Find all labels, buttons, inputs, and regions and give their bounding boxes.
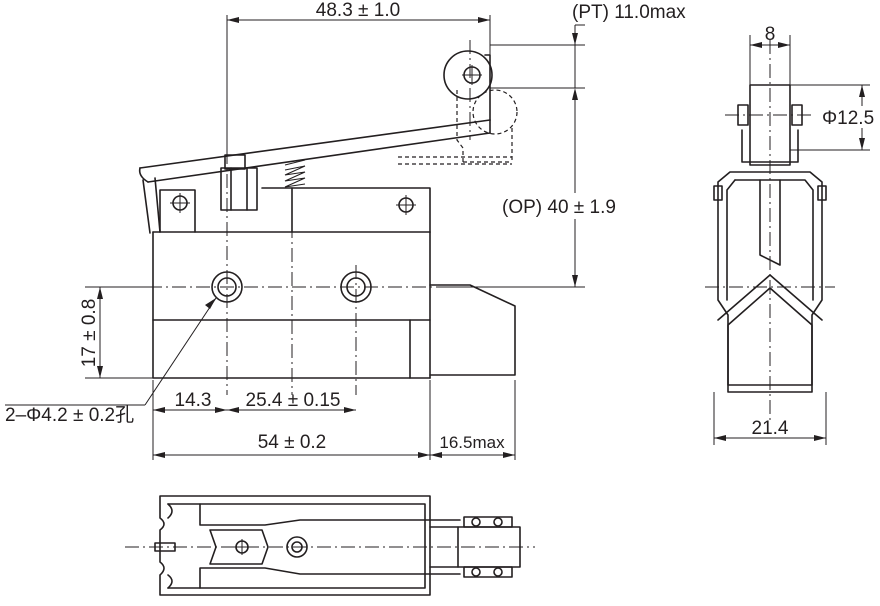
dimension-roller-diameter: Φ12.5	[790, 84, 880, 151]
operating-position-label: (OP) 40 ± 1.9	[502, 197, 616, 218]
dimension-mount-height: 17 ± 0.8	[79, 286, 153, 379]
dimension-operating-position: (OP) 40 ± 1.9	[440, 100, 650, 288]
dimension-body-length: 54 ± 0.2 16.5max	[153, 380, 516, 460]
lever-length-label: 48.3 ± 1.0	[316, 0, 400, 21]
hole-spec-label: 2–Φ4.2 ± 0.2孔	[5, 404, 134, 426]
screw-left	[170, 193, 190, 213]
actuator-housing	[429, 284, 516, 376]
dimension-pretravel: (PT) 11.0max	[490, 2, 686, 100]
plunger-protrusion-label: 16.5max	[439, 433, 505, 452]
lever-arm	[138, 119, 491, 234]
hole-offset-label: 14.3	[175, 390, 212, 411]
roller-diameter-label: Φ12.5	[822, 108, 874, 129]
roller-operated-hidden	[398, 89, 518, 165]
dimension-lever-length: 48.3 ± 1.0	[226, 0, 491, 150]
dimension-hole-callout: 2–Φ4.2 ± 0.2孔	[5, 297, 217, 426]
front-view	[100, 40, 518, 395]
body-length-label: 54 ± 0.2	[258, 432, 327, 453]
screw-right	[396, 195, 416, 215]
mount-height-label: 17 ± 0.8	[79, 299, 100, 368]
top-view	[125, 495, 535, 596]
dimension-body-width: 21.4	[713, 392, 827, 445]
plunger	[220, 154, 306, 211]
roller-width-label: 8	[765, 24, 776, 45]
body-width-label: 21.4	[752, 418, 789, 439]
dimension-roller-width: 8	[749, 24, 791, 85]
pretravel-label: (PT) 11.0max	[572, 2, 686, 23]
hole-pitch-label: 25.4 ± 0.15	[246, 390, 341, 411]
side-view	[705, 40, 835, 420]
dimension-hole-positions: 14.3 25.4 ± 0.15	[152, 380, 356, 460]
roller	[443, 50, 493, 121]
